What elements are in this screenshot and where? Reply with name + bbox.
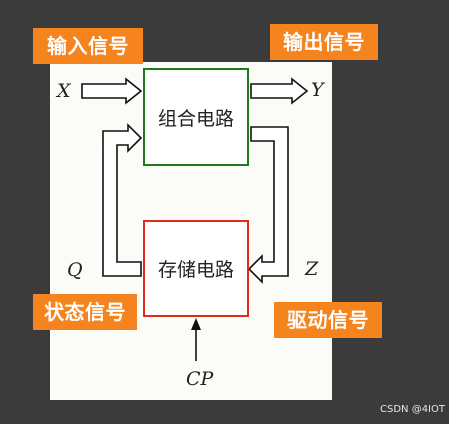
watermark: CSDN @4IOT	[380, 404, 445, 415]
var-y: Y	[311, 79, 324, 101]
var-x: X	[57, 80, 71, 102]
var-q: Q	[67, 259, 83, 281]
output-signal-tag: 输出信号	[270, 24, 378, 60]
storage-circuit-label: 存储电路	[157, 259, 234, 281]
output-arrow	[250, 77, 309, 105]
state-feedback-arrow	[102, 123, 143, 277]
state-signal-tag: 状态信号	[33, 294, 137, 330]
clock-arrowhead	[191, 318, 201, 330]
input-signal-tag: 输入信号	[33, 28, 143, 64]
var-cp: CP	[186, 368, 214, 390]
input-arrow	[81, 77, 143, 105]
var-z: Z	[305, 258, 319, 280]
storage-circuit-block: 存储电路	[143, 220, 249, 317]
drive-feedback-arrow	[247, 126, 289, 284]
combinational-circuit-label: 组合电路	[157, 107, 234, 130]
combinational-circuit-block: 组合电路	[143, 68, 249, 166]
drive-signal-tag: 驱动信号	[274, 302, 382, 338]
